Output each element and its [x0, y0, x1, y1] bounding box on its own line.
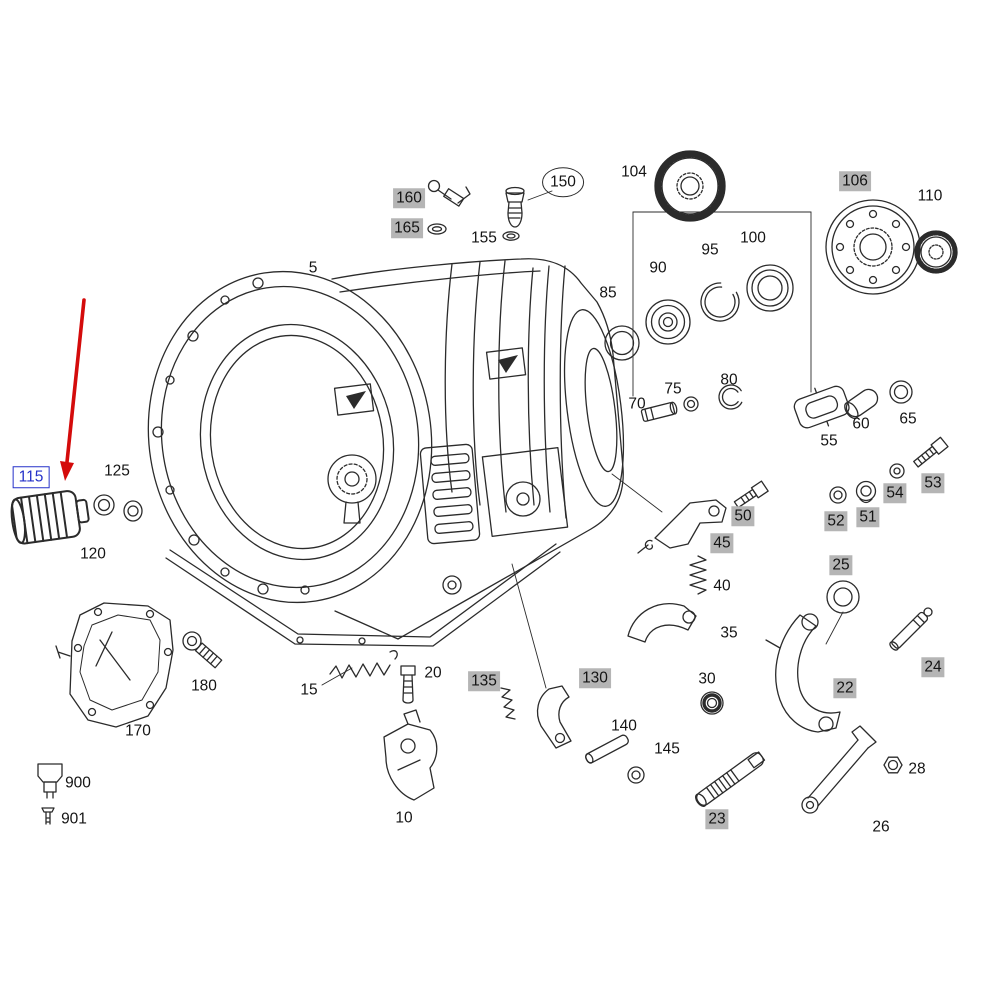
part-145-drawing [627, 766, 645, 784]
part-70-drawing [640, 401, 678, 422]
part-label-25[interactable]: 25 [829, 555, 853, 575]
part-label-95[interactable]: 95 [701, 241, 719, 259]
part-label-106[interactable]: 106 [839, 171, 871, 191]
part-104-drawing [654, 150, 726, 222]
part-110-drawing [914, 230, 958, 274]
part-label-120[interactable]: 120 [80, 545, 106, 563]
part-label-135[interactable]: 135 [468, 671, 500, 691]
part-54-drawing [889, 463, 905, 479]
transmission-housing-drawing [147, 258, 625, 647]
part-165-drawing [427, 223, 447, 235]
part-50-drawing [733, 480, 769, 509]
part-55-drawing [793, 385, 850, 429]
part-label-115[interactable]: 115 [12, 466, 50, 488]
part-155-drawing [502, 231, 520, 241]
part-24-drawing [889, 607, 933, 651]
part-label-50[interactable]: 50 [731, 506, 755, 526]
part-20-drawing [400, 665, 416, 704]
part-106-drawing [825, 199, 921, 295]
part-label-140[interactable]: 140 [611, 717, 637, 735]
part-130-drawing [536, 685, 572, 749]
part-label-125[interactable]: 125 [104, 462, 130, 480]
part-65-drawing [889, 380, 913, 404]
part-label-104[interactable]: 104 [621, 163, 647, 181]
part-23-drawing [694, 751, 766, 807]
part-label-80[interactable]: 80 [720, 371, 738, 389]
part-160-drawing [427, 179, 471, 207]
part-label-165[interactable]: 165 [391, 218, 423, 238]
part-28-drawing [883, 756, 903, 774]
part-100-drawing [746, 264, 794, 312]
part-label-145[interactable]: 145 [654, 740, 680, 758]
part-22-drawing [765, 613, 841, 733]
part-label-52[interactable]: 52 [824, 511, 848, 531]
part-label-60[interactable]: 60 [852, 415, 870, 433]
part-label-180[interactable]: 180 [191, 677, 217, 695]
part-180-drawing [182, 631, 223, 669]
part-label-5[interactable]: 5 [308, 259, 318, 277]
part-label-22[interactable]: 22 [833, 678, 857, 698]
part-label-150[interactable]: 150 [542, 167, 584, 197]
part-label-23[interactable]: 23 [705, 809, 729, 829]
part-25-drawing [826, 580, 860, 614]
part-900-drawing [37, 763, 63, 799]
pointer-arrow [60, 298, 86, 481]
part-label-30[interactable]: 30 [698, 670, 716, 688]
part-75-drawing [683, 396, 699, 412]
part-30-drawing [700, 691, 724, 715]
part-150-drawing [505, 186, 525, 228]
part-label-40[interactable]: 40 [713, 577, 731, 595]
part-label-90[interactable]: 90 [649, 259, 667, 277]
part-label-51[interactable]: 51 [856, 507, 880, 527]
part-label-26[interactable]: 26 [872, 818, 890, 836]
part-52-drawing [829, 486, 847, 504]
part-125-drawing [93, 494, 143, 522]
part-label-85[interactable]: 85 [599, 284, 617, 302]
part-label-70[interactable]: 70 [628, 395, 646, 413]
part-label-45[interactable]: 45 [710, 533, 734, 553]
part-label-15[interactable]: 15 [300, 681, 318, 699]
part-60-drawing [844, 388, 879, 420]
part-label-75[interactable]: 75 [664, 380, 682, 398]
part-label-900[interactable]: 900 [65, 774, 91, 792]
part-85-drawing [604, 325, 640, 361]
part-901-drawing [41, 807, 55, 825]
part-95-drawing [700, 282, 740, 322]
part-label-170[interactable]: 170 [125, 722, 151, 740]
part-90-drawing [645, 299, 691, 345]
part-label-55[interactable]: 55 [820, 432, 838, 450]
part-label-20[interactable]: 20 [424, 664, 442, 682]
part-35-drawing [627, 603, 697, 643]
part-51-drawing [855, 480, 877, 504]
part-10-drawing [383, 709, 438, 801]
part-170-drawing [55, 602, 174, 728]
part-40-drawing [689, 555, 707, 595]
part-label-10[interactable]: 10 [395, 809, 413, 827]
part-label-65[interactable]: 65 [899, 410, 917, 428]
part-80-drawing [718, 384, 744, 410]
part-15-drawing [329, 650, 398, 679]
part-26-drawing [801, 725, 877, 814]
part-140-drawing [585, 734, 629, 764]
part-label-24[interactable]: 24 [921, 657, 945, 677]
part-label-130[interactable]: 130 [579, 668, 611, 688]
part-label-110[interactable]: 110 [917, 187, 943, 205]
part-45-drawing [637, 499, 727, 554]
part-label-28[interactable]: 28 [908, 760, 926, 778]
part-120-drawing [10, 490, 90, 545]
part-label-155[interactable]: 155 [471, 229, 497, 247]
part-label-901[interactable]: 901 [61, 810, 87, 828]
part-label-100[interactable]: 100 [740, 229, 766, 247]
part-53-drawing [913, 436, 949, 468]
part-label-53[interactable]: 53 [921, 473, 945, 493]
part-label-54[interactable]: 54 [883, 483, 907, 503]
part-label-35[interactable]: 35 [720, 624, 738, 642]
part-label-160[interactable]: 160 [393, 188, 425, 208]
part-135-drawing [500, 687, 516, 720]
